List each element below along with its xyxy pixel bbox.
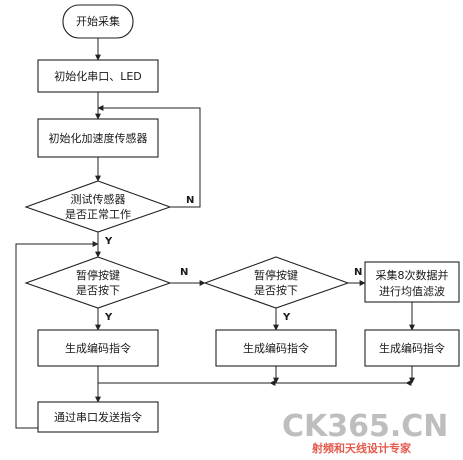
label-test-yes: Y [104, 236, 113, 247]
label-pause2-no: N [354, 267, 362, 278]
node-init-uart-led-label: 初始化串口、LED [54, 69, 142, 83]
node-pause2-line1: 暂停按键 [254, 268, 298, 282]
node-gen3: 生成编码指令 [364, 329, 460, 367]
node-gen2: 生成编码指令 [215, 329, 337, 367]
node-gen2-label: 生成编码指令 [243, 341, 309, 355]
watermark: CK365.CN 射频和天线设计专家 [282, 409, 448, 455]
node-test-sensor: 测试传感器 是否正常工作 [24, 180, 172, 233]
node-start: 开始采集 [62, 4, 134, 39]
node-test-sensor-line2: 是否正常工作 [65, 208, 131, 221]
watermark-brand: CK365.CN [282, 409, 448, 444]
watermark-slogan: 射频和天线设计专家 [311, 441, 412, 455]
node-pause1: 暂停按键 是否按下 [24, 256, 172, 309]
label-pause1-yes: Y [104, 312, 113, 323]
node-start-label: 开始采集 [76, 14, 120, 28]
label-test-no: N [186, 195, 194, 206]
node-collect-line1: 采集8次数据并 [376, 268, 449, 282]
node-pause2-line2: 是否按下 [254, 283, 298, 297]
label-pause1-no: N [180, 267, 188, 278]
node-pause1-line2: 是否按下 [76, 283, 120, 297]
node-collect: 采集8次数据并 进行均值滤波 [364, 261, 460, 303]
node-init-sensor: 初始化加速度传感器 [37, 118, 159, 158]
node-pause2: 暂停按键 是否按下 [203, 256, 350, 309]
node-init-sensor-label: 初始化加速度传感器 [49, 131, 148, 145]
node-init-uart-led: 初始化串口、LED [37, 59, 159, 93]
connectors [15, 38, 415, 429]
node-collect-line2: 进行均值滤波 [379, 285, 445, 298]
edge-test-no-loop [97, 105, 201, 208]
node-send-label: 通过串口发送指令 [54, 410, 142, 424]
node-gen1: 生成编码指令 [37, 329, 159, 367]
node-gen1-label: 生成编码指令 [65, 341, 131, 355]
node-pause1-line1: 暂停按键 [76, 268, 120, 282]
node-test-sensor-line1: 测试传感器 [71, 193, 126, 206]
label-pause2-yes: Y [282, 312, 291, 323]
node-gen3-label: 生成编码指令 [379, 341, 445, 355]
node-send: 通过串口发送指令 [37, 401, 159, 433]
